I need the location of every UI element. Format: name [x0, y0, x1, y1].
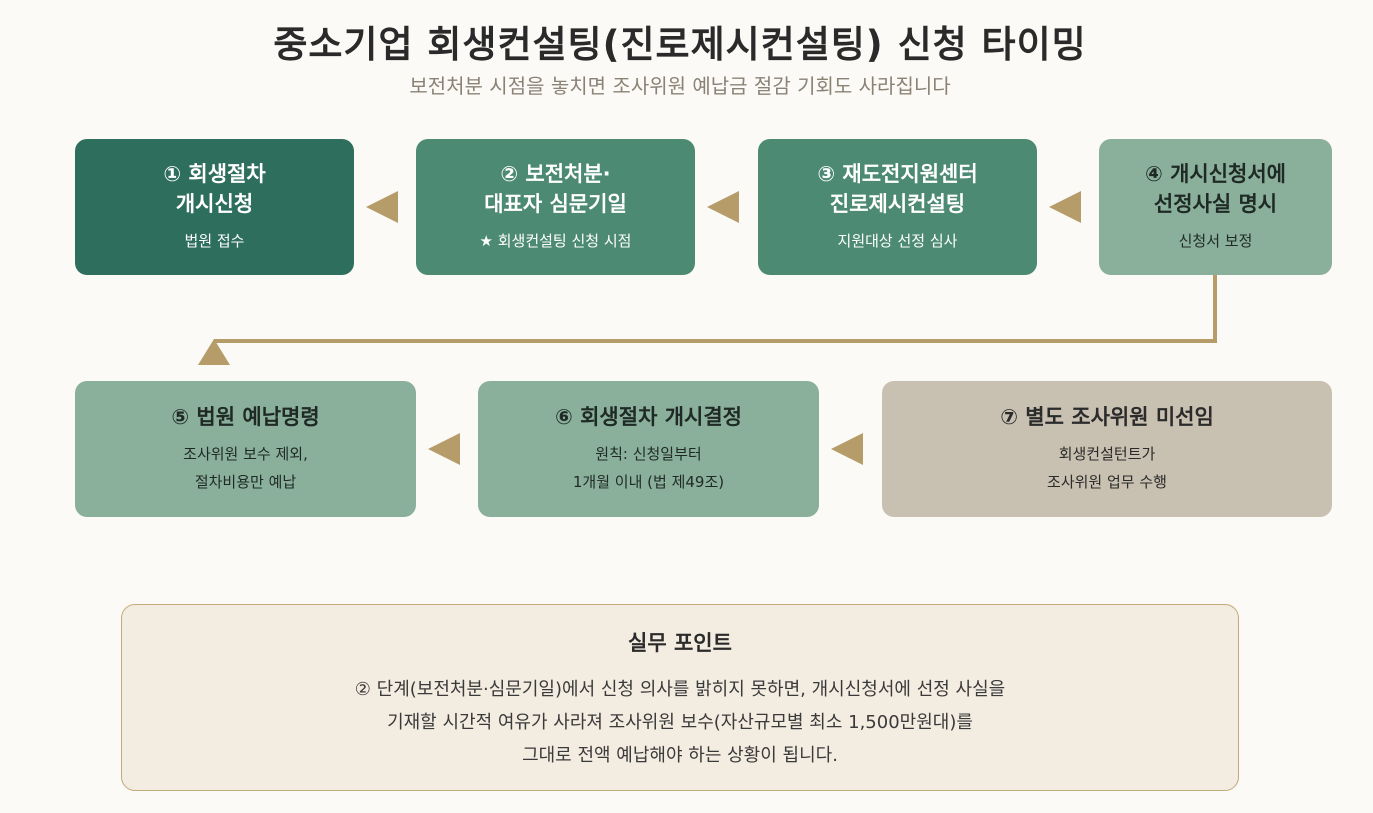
- arrow-left-icon: [831, 433, 863, 465]
- practice-point-line-1: ② 단계(보전처분·심문기일)에서 신청 의사를 밝히지 못하면, 개시신청서에…: [354, 679, 1006, 700]
- step-4-desc: 신청서 보정: [1178, 232, 1253, 250]
- arrow-up-icon: [198, 339, 230, 365]
- step-2-desc: ★ 회생컨설팅 신청 시점: [479, 232, 632, 250]
- step-4-title-line-1: ④ 개시신청서에: [1144, 162, 1286, 186]
- step-2-title: ② 보전처분· 대표자 심문기일: [484, 159, 627, 219]
- step-2-title-line-1: ② 보전처분·: [500, 162, 611, 186]
- page-subtitle: 보전처분 시점을 놓치면 조사위원 예납금 절감 기회도 사라집니다: [409, 74, 951, 98]
- step-1-desc: 법원 접수: [184, 232, 245, 250]
- step-4-title: ④ 개시신청서에 선정사실 명시: [1145, 159, 1286, 219]
- arrow-left-icon: [428, 433, 460, 465]
- practice-point-body: ② 단계(보전처분·심문기일)에서 신청 의사를 밝히지 못하면, 개시신청서에…: [122, 673, 1238, 772]
- step-5-title: ⑤ 법원 예납명령: [171, 405, 320, 429]
- step-6-desc-line-1: 원칙: 신청일부터: [595, 445, 702, 463]
- step-5-desc-line-2: 절차비용만 예납: [194, 473, 297, 491]
- step-7-desc: 회생컨설턴트가 조사위원 업무 수행: [1047, 440, 1167, 496]
- step-5-desc-line-1: 조사위원 보수 제외,: [183, 445, 308, 463]
- step-1-title-line-1: ① 회생절차: [163, 162, 266, 186]
- step-7-box: ⑦ 별도 조사위원 미선임 회생컨설턴트가 조사위원 업무 수행: [882, 381, 1332, 517]
- step-3-title-line-2: 진로제시컨설팅: [829, 192, 966, 216]
- page-title: 중소기업 회생컨설팅(진로제시컨설팅) 신청 타이밍: [273, 23, 1087, 66]
- step-2-title-line-2: 대표자 심문기일: [484, 192, 627, 216]
- step-7-desc-line-2: 조사위원 업무 수행: [1047, 473, 1167, 491]
- step-6-box: ⑥ 회생절차 개시결정 원칙: 신청일부터 1개월 이내 (법 제49조): [478, 381, 819, 517]
- step-4-box: ④ 개시신청서에 선정사실 명시 신청서 보정: [1099, 139, 1332, 275]
- arrow-left-icon: [1049, 191, 1081, 223]
- arrow-left-icon: [707, 191, 739, 223]
- step-7-desc-line-1: 회생컨설턴트가: [1058, 445, 1156, 463]
- step-3-box: ③ 재도전지원센터 진로제시컨설팅 지원대상 선정 심사: [758, 139, 1037, 275]
- practice-point-line-2: 기재할 시간적 여유가 사라져 조사위원 보수(자산규모별 최소 1,500만원…: [387, 712, 973, 733]
- step-1-title: ① 회생절차 개시신청: [163, 159, 265, 219]
- arrow-left-icon: [366, 191, 398, 223]
- step-5-desc: 조사위원 보수 제외, 절차비용만 예납: [183, 440, 308, 496]
- step-7-title: ⑦ 별도 조사위원 미선임: [1000, 405, 1214, 429]
- practice-point-box: 실무 포인트 ② 단계(보전처분·심문기일)에서 신청 의사를 밝히지 못하면,…: [121, 604, 1239, 791]
- connector-vertical: [1213, 275, 1217, 343]
- step-3-title-line-1: ③ 재도전지원센터: [817, 162, 978, 186]
- step-5-box: ⑤ 법원 예납명령 조사위원 보수 제외, 절차비용만 예납: [75, 381, 416, 517]
- practice-point-line-3: 그대로 전액 예납해야 하는 상황이 됩니다.: [522, 745, 838, 766]
- step-3-title: ③ 재도전지원센터 진로제시컨설팅: [817, 159, 977, 219]
- step-4-title-line-2: 선정사실 명시: [1153, 192, 1278, 216]
- step-3-desc: 지원대상 선정 심사: [837, 232, 958, 250]
- practice-point-title: 실무 포인트: [628, 631, 732, 655]
- step-6-desc: 원칙: 신청일부터 1개월 이내 (법 제49조): [573, 440, 724, 496]
- step-6-title: ⑥ 회생절차 개시결정: [555, 405, 742, 429]
- step-1-title-line-2: 개시신청: [175, 192, 254, 216]
- step-6-desc-line-2: 1개월 이내 (법 제49조): [572, 473, 725, 491]
- step-2-box: ② 보전처분· 대표자 심문기일 ★ 회생컨설팅 신청 시점: [416, 139, 695, 275]
- connector-horizontal: [214, 339, 1217, 343]
- step-1-box: ① 회생절차 개시신청 법원 접수: [75, 139, 354, 275]
